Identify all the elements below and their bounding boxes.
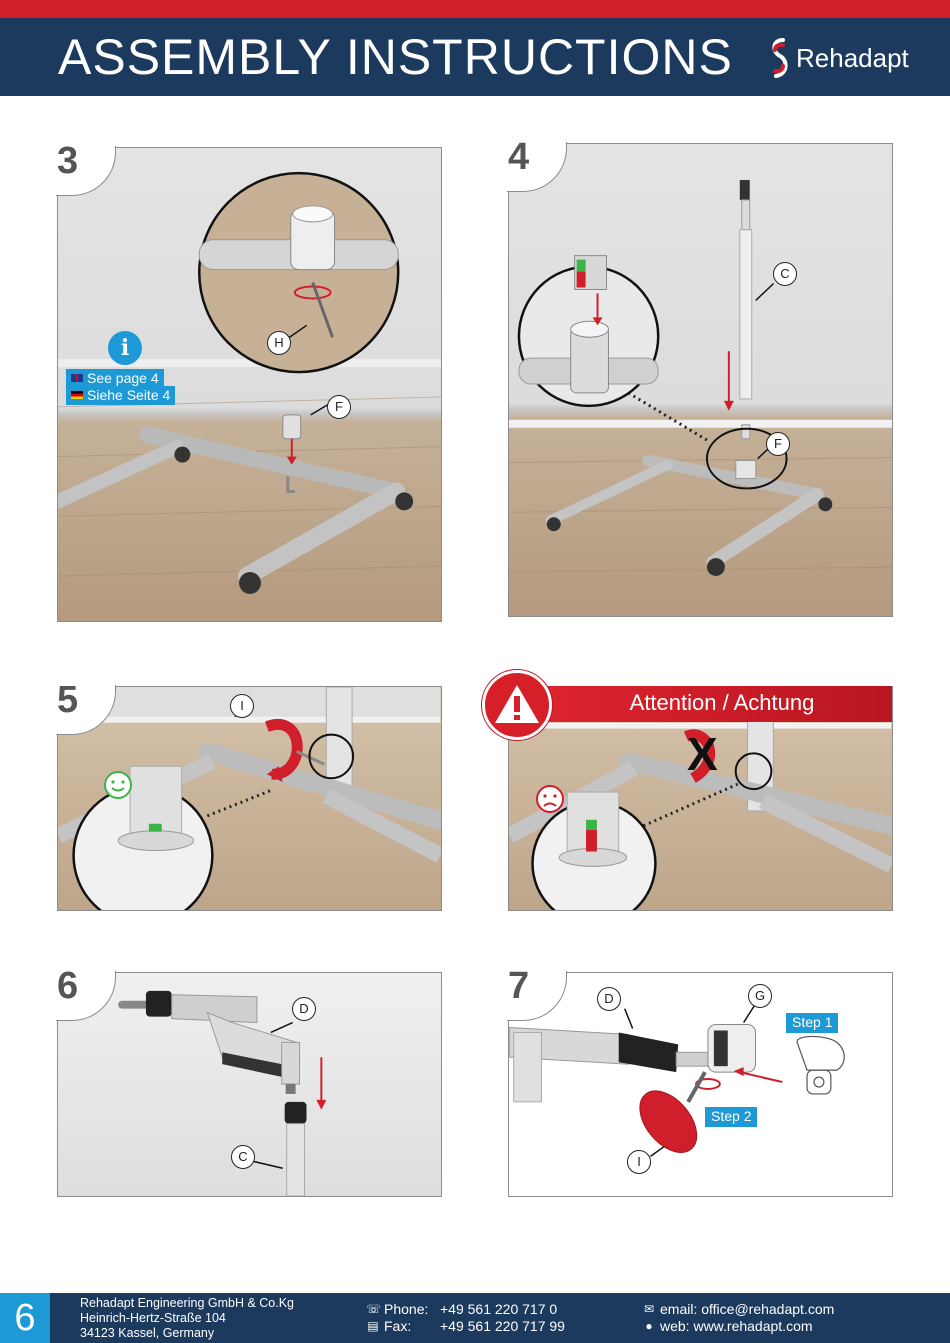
rehadapt-logo-icon (772, 38, 788, 78)
fax-icon: ▤ (367, 1319, 379, 1333)
web-row: ● web: www.rehadapt.com (642, 1318, 834, 1335)
rehadapt-logo: Rehadapt (766, 36, 909, 80)
label-d: D (597, 987, 621, 1011)
footer-bar: 6 Rehadapt Engineering GmbH & Co.Kg Hein… (0, 1293, 950, 1343)
step-6-panel: D C (57, 972, 442, 1197)
step-2-callout: Step 2 (705, 1107, 758, 1127)
email-row: ✉ email: office@rehadapt.com (642, 1301, 834, 1318)
brand-name: Rehadapt (796, 42, 909, 73)
step-5-number: 5 (57, 679, 79, 721)
step-7-illustration (509, 1000, 845, 1157)
envelope-icon: ✉ (643, 1302, 655, 1316)
label-c: C (773, 262, 797, 286)
step-4-illustration (509, 180, 892, 576)
phone-row: ☏ Phone: +49 561 220 717 0 (366, 1301, 565, 1318)
company-street: Heinrich-Hertz-Straße 104 (80, 1311, 226, 1325)
company-name: Rehadapt Engineering GmbH & Co.Kg (80, 1296, 295, 1310)
phone-number[interactable]: +49 561 220 717 0 (440, 1301, 558, 1317)
step-3-number: 3 (57, 140, 79, 182)
top-red-band (0, 0, 950, 18)
label-g: G (748, 984, 772, 1008)
phone-label: Phone: (384, 1301, 429, 1317)
cross-mark: X (687, 728, 718, 780)
label-d: D (292, 997, 316, 1021)
step-3-illustration (58, 171, 441, 594)
step-4-panel: C F (508, 143, 893, 617)
company-city: 34123 Kassel, Germany (80, 1326, 215, 1340)
globe-icon: ● (645, 1319, 653, 1333)
warning-badge (482, 670, 552, 740)
fax-row: ▤ Fax: +49 561 220 717 99 (366, 1318, 565, 1335)
uk-flag-icon (71, 374, 83, 382)
info-icon: i (108, 331, 142, 365)
label-i: I (230, 694, 254, 718)
phone-fax-block: ☏ Phone: +49 561 220 717 0 ▤ Fax: +49 56… (366, 1301, 565, 1335)
see-page-de[interactable]: Siehe Seite 4 (66, 386, 176, 405)
step-5-panel: I (57, 686, 442, 911)
email-web-block: ✉ email: office@rehadapt.com ● web: www.… (642, 1301, 834, 1335)
step-5-illustration (58, 687, 441, 910)
web-link[interactable]: web: www.rehadapt.com (660, 1318, 813, 1334)
step-7-panel: D G I Step 1 Step 2 (508, 972, 893, 1197)
smiley-sad-icon (536, 785, 564, 813)
phone-icon: ☏ (366, 1302, 382, 1316)
label-h: H (267, 331, 291, 355)
see-page-en-text: See page 4 (87, 370, 159, 386)
step-3-panel: H F i See page 4 Siehe Seite 4 (57, 147, 442, 622)
warning-icon (495, 685, 539, 723)
smiley-happy-icon (104, 771, 132, 799)
label-i: I (627, 1150, 651, 1174)
see-page-en[interactable]: See page 4 (66, 369, 164, 388)
step-6-illustration (118, 990, 327, 1196)
attention-banner: Attention / Achtung (512, 686, 892, 722)
step-1-callout: Step 1 (786, 1013, 839, 1033)
step-7-number: 7 (508, 965, 530, 1007)
de-flag-icon (71, 391, 83, 399)
label-f: F (327, 395, 351, 419)
step-6-number: 6 (57, 965, 79, 1007)
fax-number: +49 561 220 717 99 (440, 1318, 565, 1334)
label-f: F (766, 432, 790, 456)
step-4-number: 4 (508, 136, 530, 178)
header-bar: ASSEMBLY INSTRUCTIONS Rehadapt (0, 18, 950, 96)
label-c: C (231, 1145, 255, 1169)
attention-panel: X (508, 686, 893, 911)
page-number: 6 (0, 1293, 50, 1343)
page-title: ASSEMBLY INSTRUCTIONS (58, 29, 733, 85)
attention-illustration (509, 716, 892, 910)
see-page-de-text: Siehe Seite 4 (87, 387, 171, 403)
fax-label: Fax: (384, 1318, 412, 1334)
company-address: Rehadapt Engineering GmbH & Co.Kg Heinri… (80, 1296, 294, 1341)
email-link[interactable]: email: office@rehadapt.com (660, 1301, 835, 1317)
